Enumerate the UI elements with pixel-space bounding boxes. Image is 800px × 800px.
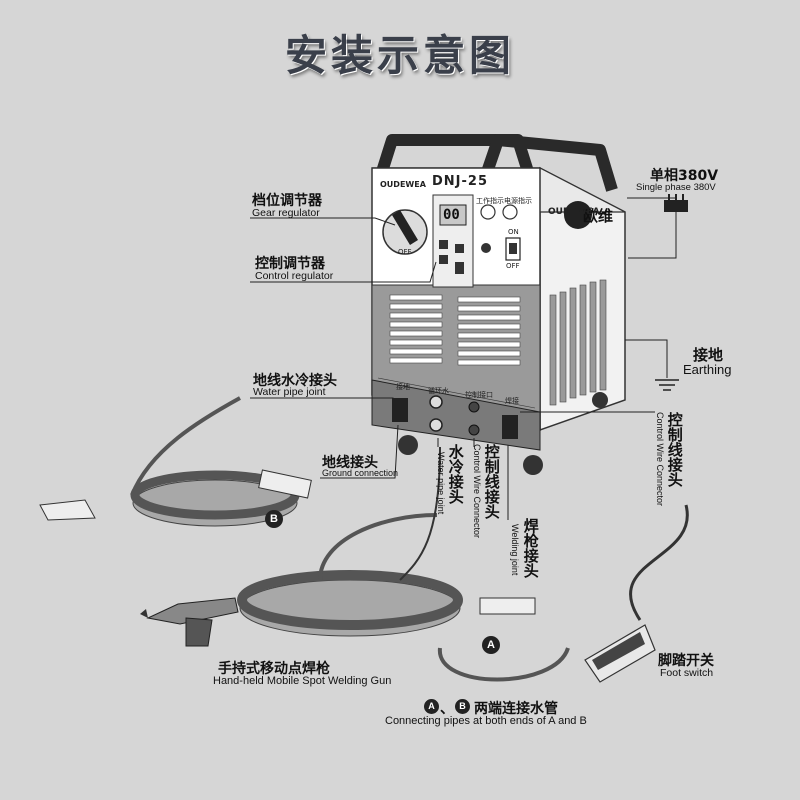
handle-right (479, 134, 618, 192)
power-plug-icon (628, 194, 688, 259)
control-regulator-cn: 控制调节器 (255, 256, 325, 272)
indicator-power-label: 电源指示 (504, 197, 532, 205)
machine-model: DNJ-25 (432, 174, 488, 189)
earthing-en: Earthing (683, 362, 732, 377)
single-phase-cn: 单相380V (650, 168, 719, 184)
connecting-pipes-en: Connecting pipes at both ends of A and B (385, 715, 587, 727)
port-ground-label: 接地 (396, 383, 410, 391)
digital-display (439, 204, 467, 226)
control-wire-connector-right-cn: 控制线接头 (665, 412, 684, 487)
foot-switch (584, 624, 656, 683)
welding-gun-cn: 手持式移动点焊枪 (218, 661, 330, 677)
control-wire-connector-mid-en: Control Wire Connector (472, 444, 482, 539)
port-water-label: 循环水 (428, 387, 449, 395)
machine-brand: 欧维 (583, 207, 614, 225)
legend-separator: 、 (440, 701, 454, 717)
panel-buttons (439, 240, 464, 274)
foot-switch-cn: 脚踏开关 (658, 653, 714, 669)
control-wire-connector-mid-cn: 控制线接头 (482, 444, 501, 519)
gear-knob-pointer (392, 210, 418, 245)
ground-connection-cn: 地线接头 (322, 455, 378, 471)
machine-base (371, 379, 541, 451)
vent-front-right (457, 296, 521, 366)
welding-gun (140, 597, 536, 647)
indicator-work-label: 工作指示 (476, 197, 504, 205)
gear-regulator-cn: 档位调节器 (252, 193, 322, 209)
foot-switch-cable (629, 504, 689, 621)
ground-connector (392, 398, 408, 422)
leader-lines (250, 197, 677, 520)
water-pipe-joint-cn: 地线水冷接头 (253, 373, 337, 389)
ground-connection-en: Ground connection (322, 468, 399, 478)
power-switch-rocker (509, 243, 517, 254)
control-wire-connector-right-en: Control Wire Connector (655, 412, 665, 507)
side-logo-text: OUDEWEA (548, 207, 600, 217)
connecting-pipe (437, 647, 570, 682)
single-phase-en: Single phase 380V (636, 182, 716, 193)
badge-a: A (482, 636, 500, 654)
control-regulator-en: Control regulator (255, 270, 334, 282)
control-port-2 (468, 424, 480, 436)
legend-badge-b: B (455, 699, 470, 714)
display-value: 00 (443, 207, 460, 223)
control-port-1 (468, 401, 480, 413)
wheels (398, 392, 608, 475)
welding-gun-cable (237, 446, 463, 637)
welding-joint-cn: 焊枪接头 (521, 518, 540, 578)
water-cooled-joint-cn: 水冷接头 (446, 444, 465, 504)
ground-cable-coil (39, 396, 312, 527)
port-weld-label: 焊接 (505, 397, 519, 405)
front-logo-text: OUDEWEA (380, 180, 426, 189)
gear-regulator-en: Gear regulator (252, 207, 320, 219)
earthing-symbol (655, 379, 679, 391)
switch-off-label: OFF (506, 262, 520, 270)
vent-front-left (389, 294, 443, 364)
port-control-label: 控制接口 (465, 391, 493, 399)
indicator-power-lamp (502, 204, 518, 220)
knob-off-label: OFF (398, 248, 412, 256)
water-cooled-joint-en: Water pipe joint (436, 452, 446, 515)
page-title: 安装示意图 (284, 31, 515, 80)
connecting-pipes-cn: 两端连接水管 (474, 701, 558, 717)
foot-switch-en: Foot switch (660, 667, 714, 679)
water-pipe-joint-en: Water pipe joint (253, 386, 326, 398)
water-connector-1 (429, 395, 443, 409)
vent-side (549, 279, 607, 406)
welding-joint-en: Welding joint (510, 524, 520, 576)
weld-connector (502, 415, 518, 439)
badge-b: B (265, 510, 283, 528)
fuse-holder (481, 243, 491, 253)
water-connector-2 (429, 418, 443, 432)
welding-gun-en: Hand-held Mobile Spot Welding Gun (213, 675, 392, 687)
switch-on-label: ON (508, 228, 519, 236)
side-logo-mark (564, 201, 592, 229)
legend-badge-a: A (424, 699, 439, 714)
earthing-cn: 接地 (693, 346, 724, 364)
handle-left (374, 134, 536, 180)
indicator-work-lamp (480, 204, 496, 220)
